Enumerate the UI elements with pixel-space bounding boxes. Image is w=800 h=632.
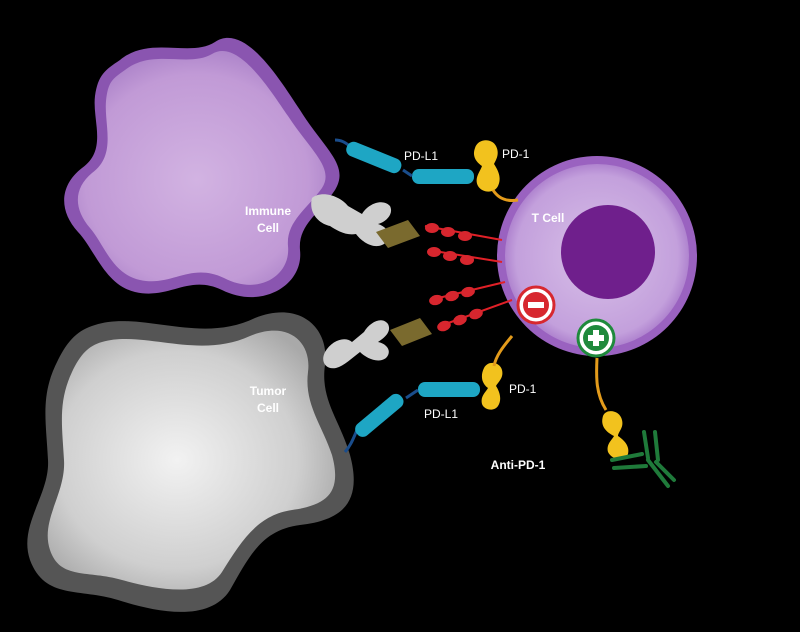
tumor-cell: Tumor Cell	[27, 312, 354, 612]
mhc-tcr-bottom	[323, 281, 513, 369]
immune-cell: Immune Cell	[64, 37, 340, 298]
anti-pd-1-label: Anti-PD-1	[491, 458, 546, 472]
activating-signal	[576, 318, 616, 358]
mhc-bottom	[323, 320, 390, 369]
antigen-top	[376, 220, 420, 248]
antigen-bottom	[390, 318, 432, 346]
anti-pd-1-pd-1-receptor	[602, 411, 629, 460]
t-cell-nucleus	[561, 205, 655, 299]
pd-l1-bottom-label: PD-L1	[424, 407, 458, 421]
pd-l1-top-linker	[402, 168, 413, 178]
pd-l1-top-domain-1	[346, 141, 402, 174]
pd-l1-pd-1-bottom: PD-L1 PD-1	[343, 335, 537, 453]
antibody-icon	[610, 430, 676, 488]
pd-1-bottom-stalk	[492, 335, 514, 367]
tumor-cell-body	[47, 330, 336, 590]
mhc-tcr-top	[311, 194, 503, 265]
immune-cell-label-line1: Immune	[245, 204, 291, 218]
t-cell-label: T Cell	[532, 211, 565, 225]
inhibitory-signal	[516, 285, 556, 325]
tumor-cell-label-line2: Cell	[257, 401, 279, 415]
tcr-top	[424, 223, 503, 265]
pd-l1-top-label: PD-L1	[404, 149, 438, 163]
pd-1-top-stalk	[491, 189, 519, 202]
tumor-cell-label-line1: Tumor	[250, 384, 287, 398]
pd-1-bottom-receptor	[481, 362, 503, 410]
pd-1-top-receptor	[473, 140, 500, 192]
pd-1-top-label: PD-1	[502, 147, 530, 161]
anti-pd-1-pd-1-stalk	[595, 357, 608, 411]
pd-l1-bottom-domain-1	[355, 393, 404, 437]
immune-cell-label-line2: Cell	[257, 221, 279, 235]
mhc-top	[311, 194, 392, 247]
pd-1-bottom-label: PD-1	[509, 382, 537, 396]
pd-l1-pd-1-top: PD-L1 PD-1	[334, 138, 530, 202]
pd-l1-bottom-linker	[405, 388, 419, 400]
pd-l1-top-domain-2	[412, 169, 474, 184]
anti-pd-1-complex: Anti-PD-1	[491, 357, 676, 488]
tcr-bottom	[429, 281, 513, 332]
immune-cell-body	[77, 51, 326, 285]
pd-l1-bottom-domain-2	[418, 382, 480, 397]
